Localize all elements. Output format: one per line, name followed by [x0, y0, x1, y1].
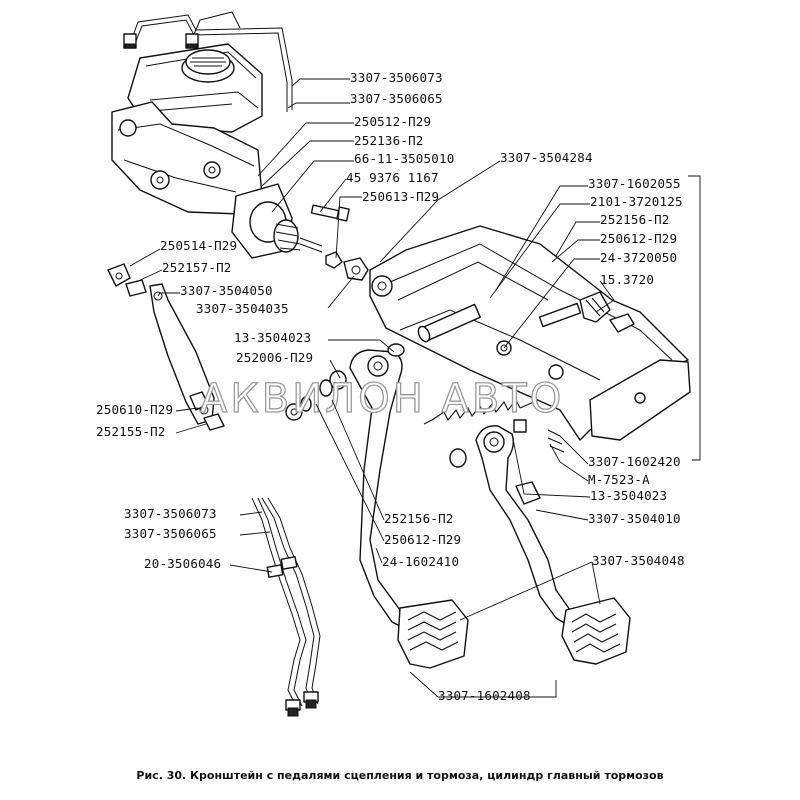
part-label-252155-p2: 252155-П2 — [96, 424, 166, 439]
part-label-250512-p29: 250512-П29 — [354, 114, 431, 129]
part-label-13-3504023-right: 13-3504023 — [590, 488, 667, 503]
part-label-3307-3506065-bottom: 3307-3506065 — [124, 526, 217, 541]
brake-pedal — [449, 419, 631, 665]
left-bracket — [107, 263, 225, 431]
part-label-3307-3504284: 3307-3504284 — [500, 150, 593, 165]
part-label-252156-p2-top: 252156-П2 — [600, 212, 670, 227]
part-label-3307-1602408: 3307-1602408 — [438, 688, 531, 703]
part-label-24-1602410: 24-1602410 — [382, 554, 459, 569]
drawing — [107, 11, 691, 717]
cylinder-fasteners — [310, 204, 369, 281]
part-label-250612-p29-bottom: 250612-П29 — [384, 532, 461, 547]
figure-caption: Рис. 30. Кронштейн с педалями сцепления … — [136, 769, 663, 782]
part-label-252136-p2: 252136-П2 — [354, 133, 424, 148]
part-label-250613-p29: 250613-П29 — [362, 189, 439, 204]
part-label-252156-p2-bottom: 252156-П2 — [384, 511, 454, 526]
part-label-3307-3504010: 3307-3504010 — [588, 511, 681, 526]
pedal-bracket — [369, 225, 691, 441]
part-label-45-9376-1167: 45 9376 1167 — [346, 170, 439, 185]
part-label-66-11-3505010: 66-11-3505010 — [354, 151, 454, 166]
part-label-20-3506046: 20-3506046 — [144, 556, 221, 571]
part-label-3307-1602420: 3307-1602420 — [588, 454, 681, 469]
part-label-3307-3504050: 3307-3504050 — [180, 283, 273, 298]
leader-lines — [129, 78, 701, 698]
part-label-252157-p2: 252157-П2 — [162, 260, 232, 275]
clutch-pedal — [285, 343, 469, 669]
upper-brake-lines — [123, 11, 293, 112]
part-label-250610-p29: 250610-П29 — [96, 402, 173, 417]
part-label-m-7523-a: М-7523-А — [588, 472, 650, 487]
part-labels: 3307-3506073 3307-3506065 250512-П29 252… — [96, 70, 685, 703]
part-label-15-3720: 15.3720 — [600, 272, 654, 287]
return-spring — [423, 398, 535, 425]
part-label-252006-p29: 252006-П29 — [236, 350, 313, 365]
watermark: АКВИЛОН АВТО — [200, 376, 564, 422]
part-label-250514-p29: 250514-П29 — [160, 238, 237, 253]
part-label-3307-1602055: 3307-1602055 — [588, 176, 681, 191]
part-label-3307-3504048: 3307-3504048 — [592, 553, 685, 568]
part-label-2101-3720125: 2101-3720125 — [590, 194, 683, 209]
part-label-13-3504023-left: 13-3504023 — [234, 330, 311, 345]
part-label-3307-3506073-bottom: 3307-3506073 — [124, 506, 217, 521]
part-label-3307-3506065-top: 3307-3506065 — [350, 91, 443, 106]
master-cylinder — [111, 43, 323, 259]
part-label-250612-p29-top: 250612-П29 — [600, 231, 677, 246]
part-label-24-3720050: 24-3720050 — [600, 250, 677, 265]
part-label-3307-3504035: 3307-3504035 — [196, 301, 289, 316]
part-label-3307-3506073-top: 3307-3506073 — [350, 70, 443, 85]
lower-brake-lines — [251, 497, 321, 717]
